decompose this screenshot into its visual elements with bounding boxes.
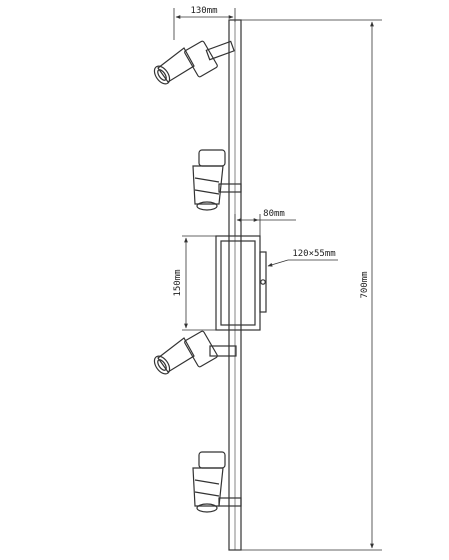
spotlight-4 [192,451,242,513]
label-plate-size: 120×55mm [292,249,335,259]
label-back-plate-depth: 80mm [263,209,285,219]
label-total-length: 700mm [360,271,370,298]
label-arm-width: 130mm [190,6,217,16]
dim-arm-width [173,8,236,40]
dim-mount-height [182,235,216,331]
dim-plate-size-leader [267,259,338,267]
spotlight-1 [153,40,235,85]
dim-back-plate-depth [234,214,296,236]
spotlight-3 [153,330,237,375]
mount-plate [215,235,267,331]
spotlight-2 [192,149,242,211]
dim-total-length [241,19,382,551]
label-mount-height: 150mm [173,269,183,296]
